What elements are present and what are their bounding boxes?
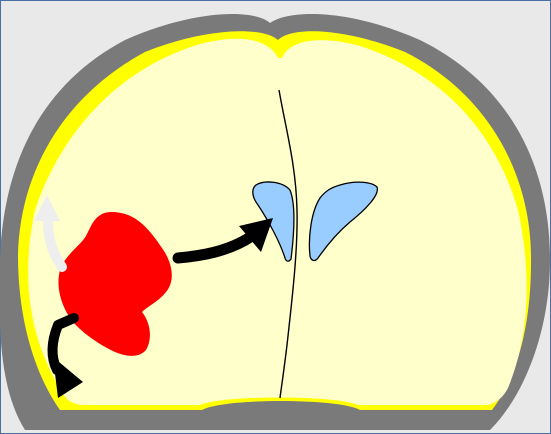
brain-diagram <box>0 0 551 434</box>
